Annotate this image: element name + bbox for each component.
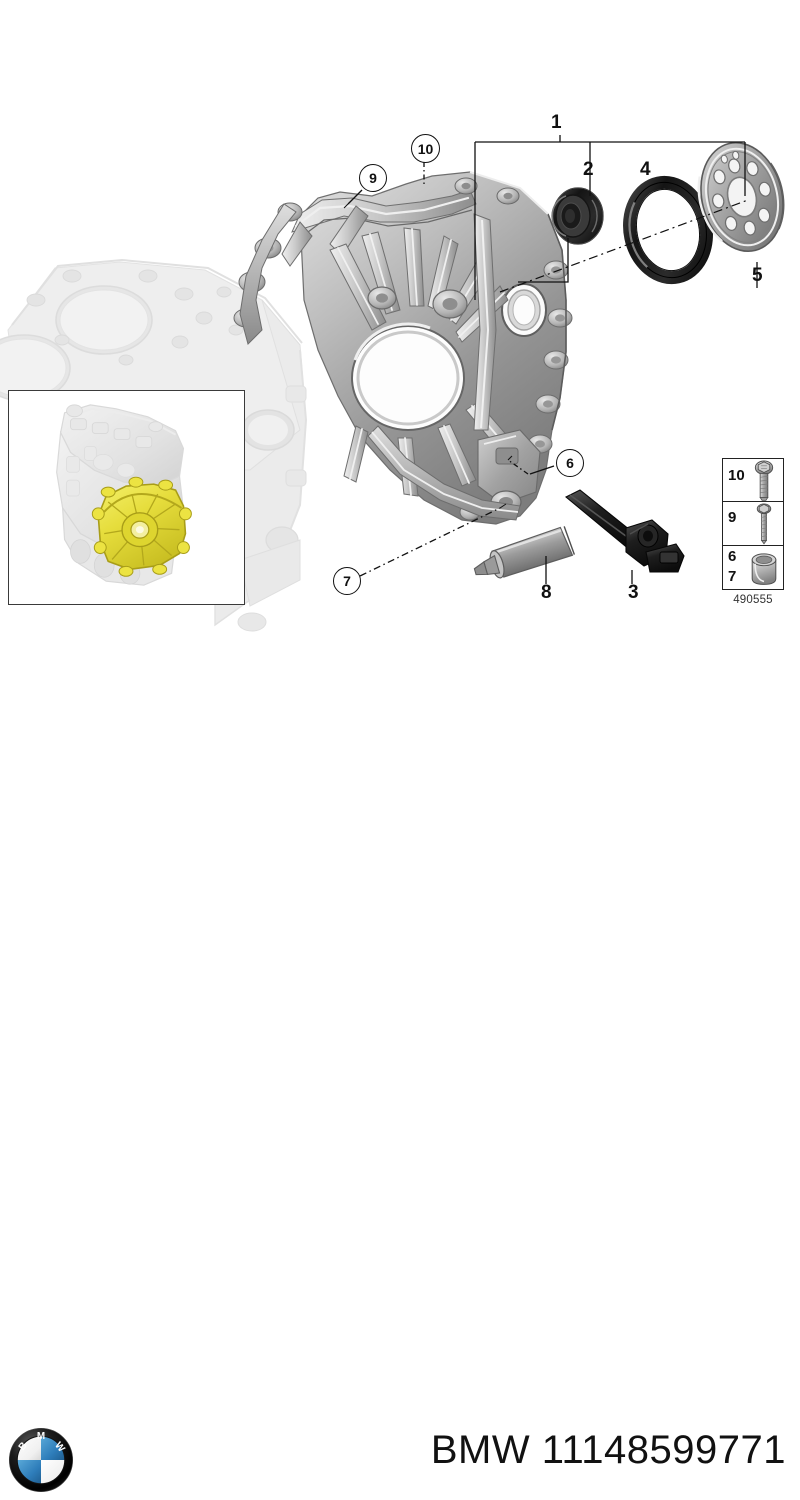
callout-7-circle: 7 [333, 567, 361, 595]
callout-10-circle: 10 [411, 134, 440, 163]
hex-flange-bolt-short-icon [754, 460, 774, 501]
callout-8: 8 [541, 582, 552, 603]
part-4-radial-shaft-seal [623, 175, 713, 285]
part-5-pulse-wheel [697, 141, 785, 253]
legend-label-9: 9 [728, 509, 737, 527]
svg-text:M: M [37, 1431, 45, 1442]
part-2-crankshaft-seal-hub [551, 187, 604, 245]
center-axis [499, 199, 749, 293]
callout-10-label: 10 [417, 140, 434, 157]
callout-3: 3 [628, 582, 639, 603]
pointer-lines [343, 203, 513, 509]
legend-row-10: 10 [723, 459, 783, 503]
engine-location-inset [8, 390, 245, 605]
part-8-sealant-tube [473, 526, 576, 579]
callout-9-label: 9 [369, 170, 377, 186]
parts-diagram-page: 1 2 4 5 3 8 10 9 6 7 10 [0, 112, 800, 1493]
callout-7-label: 7 [343, 573, 351, 589]
callout-4: 4 [640, 159, 651, 180]
footer-part-label: BMW 11148599771 [430, 1427, 786, 1472]
legend-label-10: 10 [728, 467, 745, 484]
hex-flange-bolt-long-icon [756, 503, 772, 545]
callout-5: 5 [752, 265, 763, 286]
brand-footer: B M W BMW 11148599771 [0, 700, 800, 1493]
inset-highlight-timing-cover [91, 476, 192, 577]
legend-row-6-7: 6 7 [723, 546, 783, 589]
callout-2: 2 [583, 159, 594, 180]
legend-label-6: 6 [728, 547, 737, 565]
timing-case-cover [233, 171, 573, 525]
parts-legend: 10 9 [722, 458, 784, 590]
bmw-logo: B M W [8, 1427, 74, 1493]
legend-row-9: 9 [723, 502, 783, 546]
callout-9-circle: 9 [359, 164, 387, 192]
leader-lines [347, 135, 758, 584]
callout-1: 1 [551, 112, 562, 133]
legend-label-7: 7 [728, 567, 737, 585]
callout-6-label: 6 [566, 455, 574, 471]
part-3-crankshaft-sensor [564, 489, 685, 573]
callout-6-circle: 6 [556, 449, 584, 477]
diagram-number: 490555 [733, 594, 773, 606]
dowel-sleeve-bushing-icon [751, 553, 777, 585]
